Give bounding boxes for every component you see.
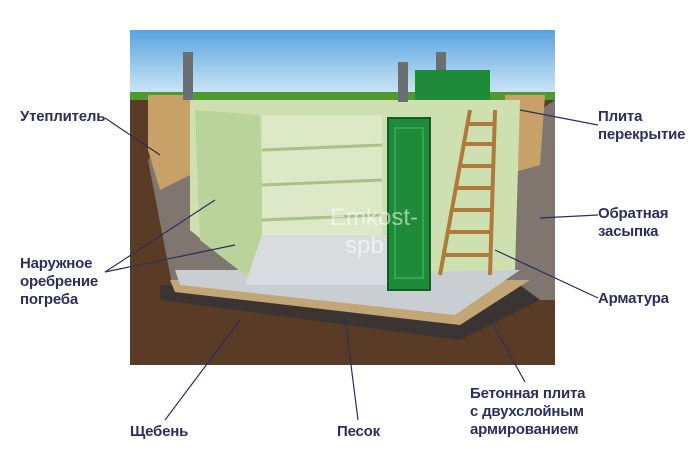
label-gravel: Щебень (130, 423, 188, 441)
label-text: Песок (337, 423, 380, 440)
label-text: армированием (470, 421, 579, 438)
label-text: Наружное (20, 255, 93, 272)
floor (245, 235, 400, 285)
label-text: Утеплитель (20, 108, 106, 125)
vent-pipe (398, 62, 408, 102)
label-text: с двухслойным (470, 403, 584, 420)
label-text: Плита (598, 108, 643, 125)
label-text: Щебень (130, 423, 189, 440)
label-insulation: Утеплитель (20, 108, 105, 126)
insulation (148, 95, 190, 190)
label-sand: Песок (337, 423, 380, 441)
door-panel (394, 127, 424, 279)
stairs (438, 109, 497, 276)
leader-lines (104, 109, 599, 421)
label-text: оребрение (20, 273, 99, 290)
label-text: погреба (20, 291, 78, 308)
label-text: Арматура (598, 290, 669, 307)
hatch (415, 70, 490, 100)
grass (130, 92, 555, 100)
wall-ribs (261, 143, 383, 222)
label-text: Обратная (598, 205, 669, 222)
vent-pipe (183, 52, 193, 100)
label-text: засыпка (598, 223, 659, 240)
left-wall (195, 110, 265, 275)
sky (130, 30, 555, 100)
label-text: перекрытие (598, 126, 686, 143)
watermark: spb (345, 232, 384, 259)
label-rebar: Арматура (598, 290, 669, 308)
label-text: Бетонная плита (470, 385, 586, 402)
watermark: Emkost- (330, 204, 418, 231)
